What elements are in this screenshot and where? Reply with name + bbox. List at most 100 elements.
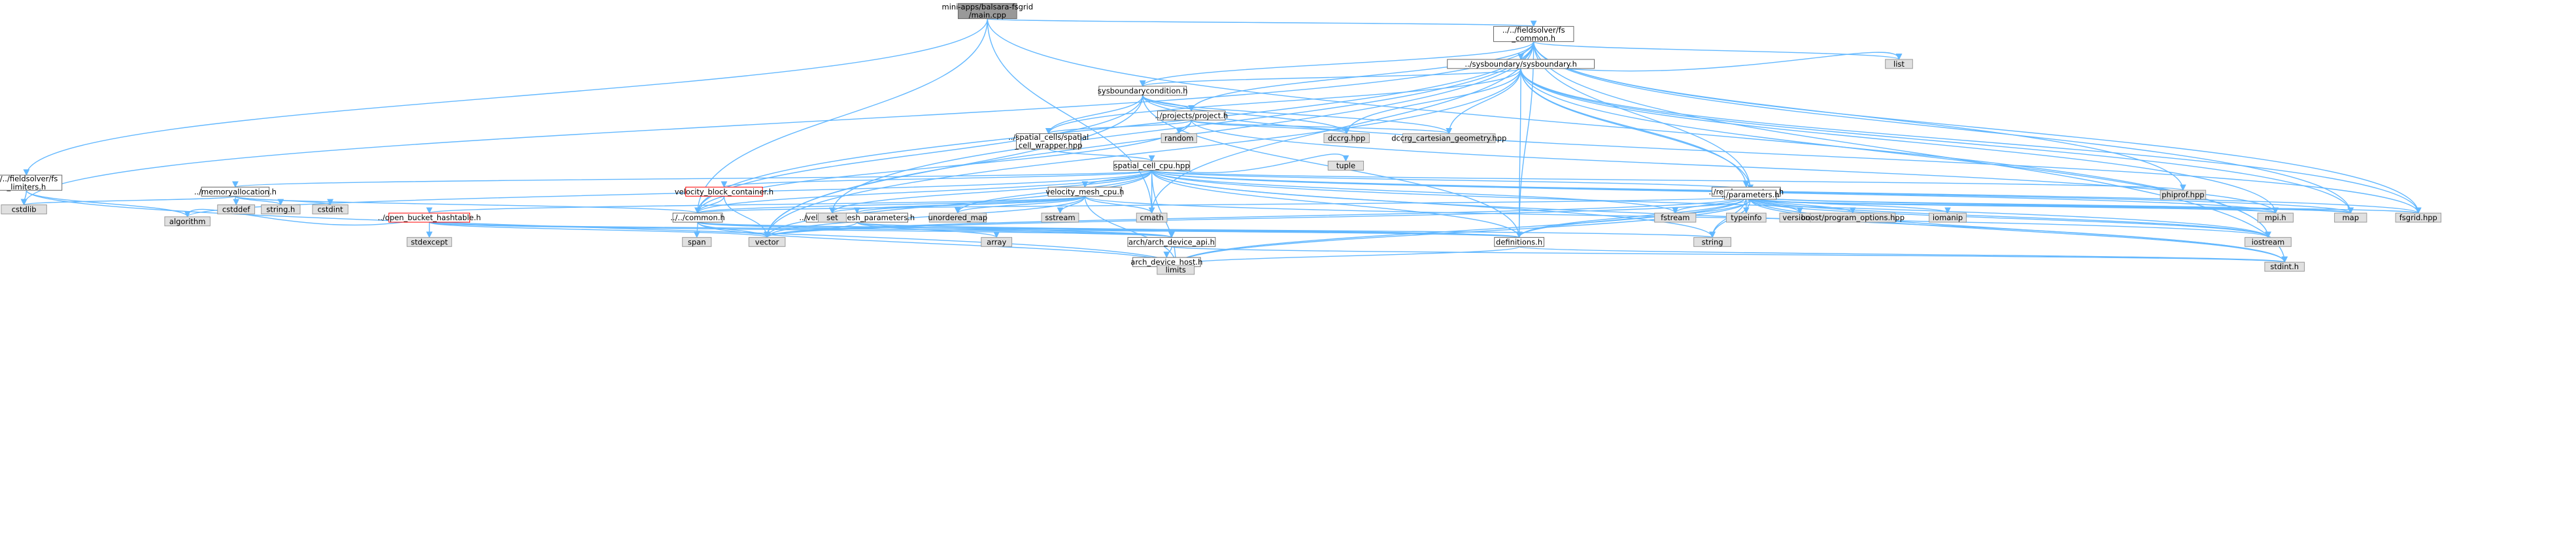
node-project-box bbox=[1157, 110, 1226, 121]
node-fstream[interactable]: fstream bbox=[1654, 212, 1697, 223]
node-vbc-label-line-0: velocity_block_container.h bbox=[675, 187, 773, 196]
edge-parameters-to-stdinth bbox=[1750, 199, 2288, 263]
node-vmesh_params[interactable]: ../velocity_mesh_parameters.h bbox=[799, 212, 915, 223]
node-parameters-box bbox=[1723, 189, 1777, 200]
edge-main-to-common bbox=[694, 18, 989, 214]
node-boost_po[interactable]: boost/program_options.hpp bbox=[1801, 212, 1905, 223]
node-open_bucket-box bbox=[388, 212, 471, 223]
node-open_bucket[interactable]: ../open_bucket_hashtable.h bbox=[378, 212, 481, 223]
node-main-box bbox=[958, 3, 1017, 20]
node-array-label-line-0: array bbox=[987, 237, 1006, 246]
node-vector[interactable]: vector bbox=[748, 237, 786, 247]
node-iomanip[interactable]: iomanip bbox=[1929, 212, 1967, 223]
node-mpih[interactable]: mpi.h bbox=[2257, 212, 2294, 223]
node-dccrg_cart-box bbox=[1402, 133, 1496, 144]
node-fs_common[interactable]: ../../fieldsolver/fs_common.h bbox=[1493, 25, 1574, 43]
node-vbc[interactable]: velocity_block_container.h bbox=[675, 186, 773, 197]
node-main[interactable]: mini-apps/balsara-fsgrid/main.cpp bbox=[942, 3, 1034, 20]
node-typeinfo-label-line-0: typeinfo bbox=[1731, 213, 1761, 222]
node-arch_host-label-line-0: arch_device_host.h bbox=[1130, 257, 1202, 267]
edge-fs_common-to-sysbcond bbox=[1139, 41, 1534, 87]
node-string-box bbox=[1693, 237, 1732, 247]
node-memalloc-label-line-0: ../memoryallocation.h bbox=[194, 187, 277, 196]
node-project[interactable]: ../projects/project.h bbox=[1155, 110, 1228, 121]
edge-sysbcond-to-dccrg_cart bbox=[1142, 95, 1453, 135]
edge-sysboundary-to-spatial_wrapper bbox=[1045, 68, 1521, 135]
node-phiprof[interactable]: phiprof.hpp bbox=[2160, 189, 2207, 200]
node-typeinfo[interactable]: typeinfo bbox=[1726, 212, 1767, 223]
edge-common-to-span bbox=[693, 222, 700, 238]
node-dccrg[interactable]: dccrg.hpp bbox=[1323, 133, 1370, 144]
node-dccrg-box bbox=[1323, 133, 1370, 144]
node-iomanip-label-line-0: iomanip bbox=[1933, 213, 1963, 222]
edge-vmesh_params-to-array bbox=[856, 221, 1000, 238]
node-unordered_map[interactable]: unordered_map bbox=[928, 212, 988, 223]
node-stringh[interactable]: string.h bbox=[261, 204, 301, 214]
node-spatial_cpu-box bbox=[1113, 161, 1191, 171]
node-common[interactable]: ../../common.h bbox=[670, 212, 725, 223]
node-unordered_map-box bbox=[928, 212, 987, 223]
node-cstdlib[interactable]: cstdlib bbox=[1, 204, 47, 214]
node-stdinth[interactable]: stdint.h bbox=[2264, 261, 2305, 272]
node-span[interactable]: span bbox=[682, 237, 712, 247]
node-vmesh_params-label-line-0: ../velocity_mesh_parameters.h bbox=[799, 213, 915, 222]
node-cstdint-box bbox=[312, 204, 348, 214]
node-sysboundary[interactable]: ../sysboundary/sysboundary.h bbox=[1447, 59, 1595, 69]
node-mpih-box bbox=[2257, 212, 2294, 223]
node-vector-label-line-0: vector bbox=[755, 237, 779, 246]
node-definitions[interactable]: definitions.h bbox=[1494, 237, 1544, 247]
node-fs_limiters[interactable]: ../../fieldsolver/fs_limiters.h bbox=[0, 174, 63, 191]
node-set[interactable]: set bbox=[817, 212, 847, 223]
node-list[interactable]: list bbox=[1885, 59, 1913, 69]
edge-fs_common-to-map bbox=[1533, 41, 2354, 214]
node-fsgrid[interactable]: fsgrid.hpp bbox=[2395, 212, 2442, 223]
edge-arch_api-to-stdinth bbox=[1171, 246, 2287, 263]
node-stdexcept-label-line-0: stdexcept bbox=[411, 237, 448, 246]
node-algorithm[interactable]: algorithm bbox=[164, 216, 211, 227]
node-iostream[interactable]: iostream bbox=[2245, 237, 2292, 247]
node-map-label-line-0: map bbox=[2342, 213, 2359, 222]
node-arch_api-label-line-0: arch/arch_device_api.h bbox=[1128, 237, 1215, 246]
edge-parameters-to-iostream bbox=[1750, 199, 2271, 238]
edge-sysboundary-to-list bbox=[1521, 52, 1903, 72]
node-list-label-line-0: list bbox=[1893, 59, 1905, 69]
node-arch_api[interactable]: arch/arch_device_api.h bbox=[1127, 237, 1216, 247]
edge-readparams-to-definitions bbox=[1516, 196, 1747, 238]
edge-spatial_cpu-to-vector bbox=[764, 170, 1153, 238]
node-spatial_cpu[interactable]: spatial_cell_cpu.hpp bbox=[1113, 161, 1191, 171]
node-fstream-box bbox=[1654, 212, 1697, 223]
node-limits[interactable]: limits bbox=[1157, 265, 1195, 275]
node-vmesh_cpu[interactable]: velocity_mesh_cpu.h bbox=[1045, 186, 1124, 197]
node-dccrg_cart-label-line-0: dccrg_cartesian_geometry.hpp bbox=[1391, 134, 1506, 143]
node-string[interactable]: string bbox=[1693, 237, 1732, 247]
node-fstream-label-line-0: fstream bbox=[1661, 213, 1689, 222]
node-stdexcept[interactable]: stdexcept bbox=[407, 237, 452, 247]
node-vbc-box bbox=[685, 186, 763, 197]
edge-sysboundary-to-dccrg_cart bbox=[1446, 68, 1521, 135]
node-set-box bbox=[817, 212, 847, 223]
edge-fs_limiters-to-cstdlib bbox=[20, 190, 27, 206]
node-dccrg_cart[interactable]: dccrg_cartesian_geometry.hpp bbox=[1391, 133, 1506, 144]
node-sstream[interactable]: sstream bbox=[1041, 212, 1079, 223]
node-tuple[interactable]: tuple bbox=[1327, 161, 1364, 171]
node-cstdlib-label-line-0: cstdlib bbox=[12, 205, 37, 214]
node-spatial_wrapper[interactable]: ../spatial_cells/spatial_cell_wrapper.hp… bbox=[1008, 133, 1089, 150]
node-fsgrid-label-line-0: fsgrid.hpp bbox=[2399, 213, 2437, 222]
node-cmath[interactable]: cmath bbox=[1136, 212, 1168, 223]
node-map[interactable]: map bbox=[2334, 212, 2367, 223]
node-boost_po-box bbox=[1810, 212, 1896, 223]
node-cstddef[interactable]: cstddef bbox=[217, 204, 256, 214]
node-cstdint[interactable]: cstdint bbox=[312, 204, 348, 214]
edge-main-to-fs_limiters bbox=[23, 18, 989, 176]
node-arch_host[interactable]: arch_device_host.h bbox=[1130, 257, 1202, 267]
edge-fs_common-to-cstdlib bbox=[20, 41, 1534, 206]
node-array[interactable]: array bbox=[981, 237, 1013, 247]
node-open_bucket-label-line-0: ../open_bucket_hashtable.h bbox=[378, 213, 481, 222]
node-memalloc[interactable]: ../memoryallocation.h bbox=[194, 186, 277, 197]
node-spatial_wrapper-box bbox=[1016, 133, 1081, 150]
edge-definitions-to-stdinth bbox=[1518, 246, 2288, 263]
node-sysbcond[interactable]: sysboundarycondition.h bbox=[1098, 86, 1188, 96]
node-random[interactable]: random bbox=[1161, 133, 1197, 144]
node-stringh-label-line-0: string.h bbox=[266, 205, 295, 214]
node-parameters[interactable]: ../parameters.h bbox=[1721, 189, 1780, 200]
